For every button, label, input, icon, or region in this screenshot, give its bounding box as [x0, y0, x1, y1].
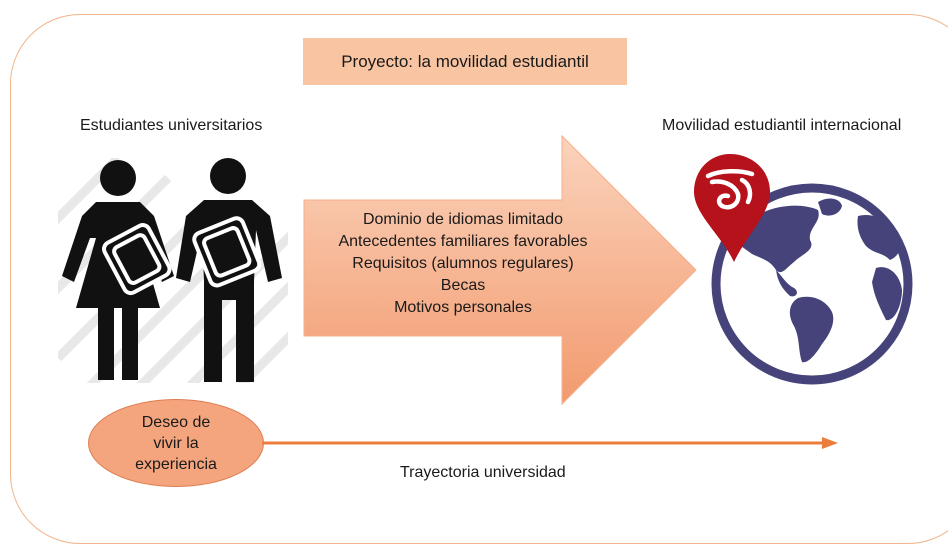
factor-list: Dominio de idiomas limitado Antecedentes…: [304, 209, 622, 319]
factor-item: Dominio de idiomas limitado: [362, 211, 564, 228]
factor-item: Becas: [440, 277, 486, 294]
factor-item: Requisitos (alumnos regulares): [352, 255, 574, 272]
desire-line: vivir la: [153, 434, 199, 452]
students-icon: [58, 158, 288, 383]
factor-item: Antecedentes familiares favorables: [338, 233, 588, 250]
desire-oval: Deseo de vivir la experiencia: [88, 399, 264, 487]
title-text: Proyecto: la movilidad estudiantil: [341, 51, 589, 71]
title-box: Proyecto: la movilidad estudiantil: [303, 38, 627, 85]
students-label: Estudiantes universitarios: [80, 117, 263, 134]
process-arrow: [303, 134, 697, 406]
timeline-label: Trayectoria universidad: [400, 464, 566, 481]
timeline-arrow: [262, 437, 838, 449]
desire-line: experiencia: [135, 455, 217, 473]
map-pin-icon: [694, 154, 770, 262]
factor-item: Motivos personales: [394, 299, 532, 316]
desire-line: Deseo de: [141, 413, 211, 431]
mobility-label: Movilidad estudiantil internacional: [662, 117, 902, 134]
globe-icon: [694, 154, 913, 385]
